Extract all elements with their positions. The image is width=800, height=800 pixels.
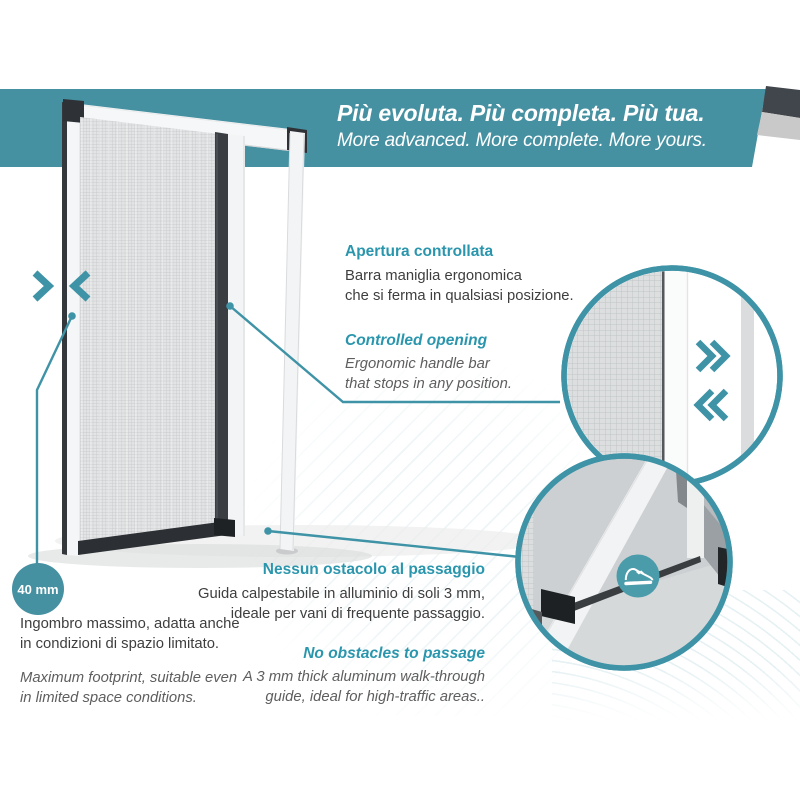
leader-line-footprint [35, 315, 74, 565]
feature-heading-it: Apertura controllata [345, 243, 494, 260]
feature-body-line: ideale per vani di frequente passaggio. [230, 606, 485, 622]
feature-no-obstacles: Nessun ostacolo al passaggio Guida calpe… [195, 561, 485, 707]
feature-controlled-opening: Apertura controllata Barra maniglia ergo… [345, 243, 595, 394]
track-end-left [541, 589, 575, 624]
shoe-icon [624, 568, 654, 586]
leader-lines [35, 302, 560, 565]
feature-body-line: in limited space conditions. [20, 690, 197, 706]
feature-heading-en: No obstacles to passage [303, 645, 485, 662]
leader-line-handle [229, 305, 560, 404]
feature-body-line: che si ferma in qualsiasi posizione. [345, 288, 574, 304]
handle-foot [214, 518, 235, 537]
badge-40mm: 40 mm [12, 563, 64, 615]
door-left-jamb [67, 103, 80, 556]
leader-line-track [267, 529, 521, 559]
bottom-rail [78, 520, 234, 555]
chevron-right-icon [32, 270, 55, 302]
feature-body-line: guide, ideal for high-traffic areas.. [265, 689, 485, 705]
shoe-badge [616, 554, 660, 598]
feature-body-line: Guida calpestabile in alluminio di soli … [197, 586, 485, 602]
handle-white-profile [228, 134, 245, 536]
feature-body-line: in condizioni di spazio limitato. [20, 636, 220, 652]
chevron-left-icon [68, 270, 91, 302]
door-right-post [280, 131, 305, 551]
feature-body-line: that stops in any position. [345, 376, 512, 392]
banner-subtitle: More advanced. More complete. More yours… [337, 130, 707, 151]
badge-40mm-label: 40 mm [17, 581, 59, 597]
feature-footprint: Ingombro massimo, adatta anche in condiz… [20, 614, 260, 708]
feature-body-line: Ergonomic handle bar [345, 356, 490, 372]
corner-product-photo [757, 86, 800, 140]
slide-direction-chevrons [32, 270, 91, 302]
detail-circle-track [515, 453, 733, 671]
double-chevron-right-icon [695, 339, 731, 373]
feature-heading-it: Nessun ostacolo al passaggio [262, 561, 485, 578]
track-end-right [718, 547, 728, 590]
door-left-rail [62, 102, 67, 555]
screen-door-illustration [62, 99, 307, 556]
feature-body-line: Barra maniglia ergonomica [345, 268, 522, 284]
feature-body-line: A 3 mm thick aluminum walk-through [242, 669, 485, 685]
feature-body-line: Ingombro massimo, adatta anche [20, 616, 240, 632]
door-cap-left [63, 99, 84, 123]
handle-bar [215, 132, 228, 534]
feature-heading-en: Controlled opening [345, 332, 488, 349]
feature-body-line: Maximum footprint, suitable even [20, 670, 238, 686]
banner-title: Più evoluta. Più completa. Più tua. [337, 100, 705, 126]
double-chevron-left-icon [693, 388, 729, 422]
